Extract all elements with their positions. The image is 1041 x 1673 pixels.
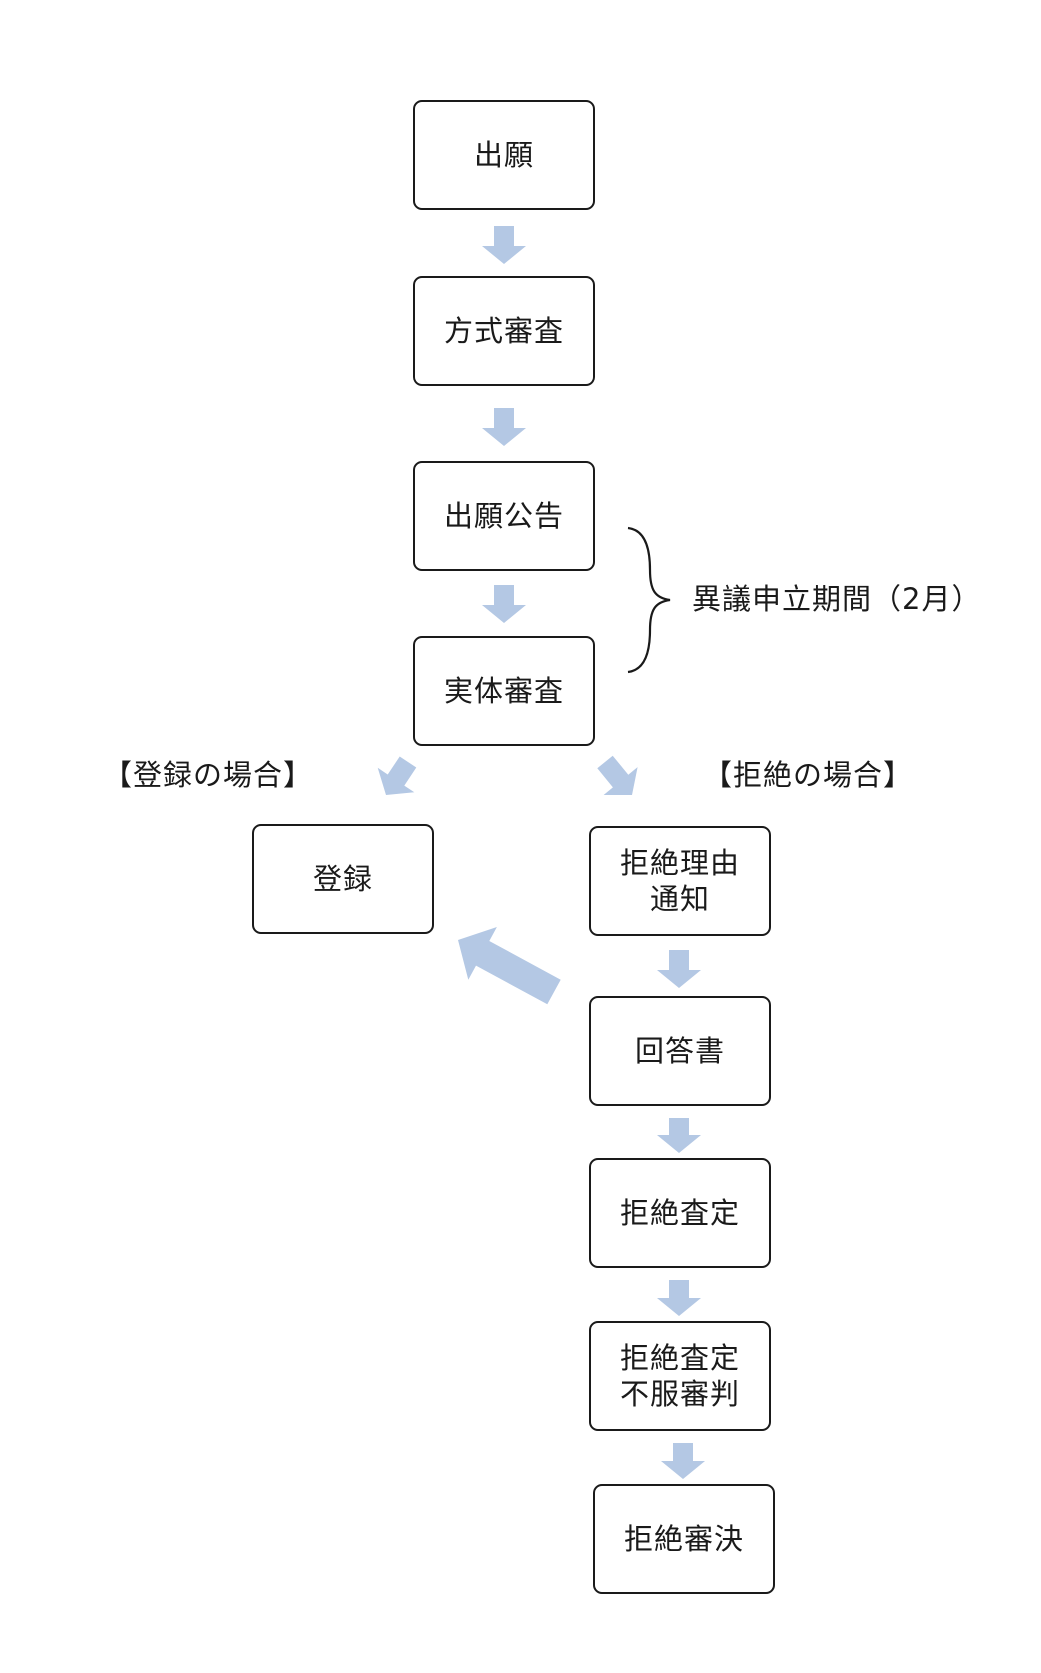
registration-case-label: 【登録の場合】 <box>103 758 314 792</box>
node-substantive-exam: 実体審査 <box>413 636 595 746</box>
rejection-case-label: 【拒絶の場合】 <box>703 758 914 792</box>
node-appeal-decision: 拒絶審決 <box>593 1484 775 1594</box>
opposition-period-label: 異議申立期間（2月） <box>692 582 982 616</box>
arrow-application-formality <box>482 226 526 264</box>
node-rejection-notice: 拒絶理由 通知 <box>589 826 771 936</box>
arrow-substantive-registration <box>377 756 417 795</box>
arrow-formality-publication <box>482 408 526 446</box>
opposition-brace <box>627 526 671 674</box>
node-response: 回答書 <box>589 996 771 1106</box>
node-application: 出願 <box>413 100 595 210</box>
node-appeal: 拒絶査定 不服審判 <box>589 1321 771 1431</box>
arrow-appeal-appeal-decision <box>661 1443 705 1479</box>
arrow-publication-substantive <box>482 585 526 623</box>
node-rejection-decision: 拒絶査定 <box>589 1158 771 1268</box>
node-publication: 出願公告 <box>413 461 595 571</box>
arrow-substantive-rejection <box>597 755 638 795</box>
node-formality-exam: 方式審査 <box>413 276 595 386</box>
arrow-response-registration <box>458 927 561 1005</box>
arrow-decision-appeal <box>657 1280 701 1316</box>
arrow-notice-response <box>657 950 701 988</box>
arrow-response-decision <box>657 1118 701 1153</box>
node-registration: 登録 <box>252 824 434 934</box>
